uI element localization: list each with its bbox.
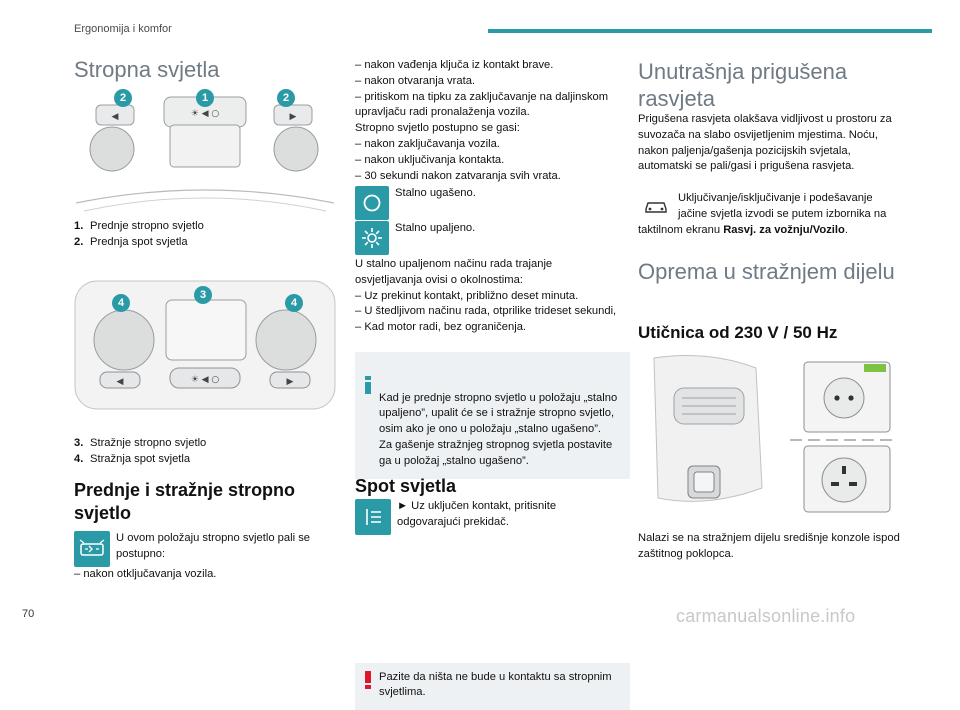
subsection-title-front-rear: Prednje i stražnje stropno svjetlo: [74, 480, 296, 523]
list-item: – nakon otvaranja vrata.: [355, 74, 476, 87]
svg-text:◀: ◀: [112, 112, 119, 122]
front-legend: 1.Prednje stropno svjetlo 2.Prednja spot…: [74, 219, 336, 251]
callout-badge-3: 3: [194, 286, 212, 304]
mood-lighting-settings: Uključivanje/isključivanje i podešavanje…: [638, 191, 887, 236]
svg-text:◀: ◀: [117, 377, 124, 387]
sun-on-icon: [355, 221, 389, 255]
legend-item: 2.Prednja spot svjetla: [74, 235, 188, 248]
svg-text:☀ ◀ ○: ☀ ◀ ○: [191, 109, 220, 119]
warning-icon: [365, 670, 371, 689]
callout-badge-2-left: 2: [114, 89, 132, 107]
callout-badge-4-right: 4: [285, 294, 303, 312]
list-item: – 30 sekundi nakon zatvaranja svih vrata…: [355, 169, 561, 182]
duration-list: U stalno upaljenom načinu rada trajanje …: [355, 257, 617, 336]
section-title-mood-lighting: Unutrašnja prigušena rasvjeta: [638, 59, 848, 111]
paragraph: Stropno svjetlo postupno se gasi:: [355, 122, 520, 135]
page-number: 70: [22, 608, 35, 620]
section-title-spot: Spot svjetla: [355, 476, 457, 496]
callout-badge-4-left: 4: [112, 294, 130, 312]
ceiling-light-door-mode-icon: [74, 531, 110, 567]
svg-text:▶: ▶: [287, 377, 294, 387]
list-item: – U štedljivom načinu rada, otprilike tr…: [355, 305, 617, 318]
legend-item: 3.Stražnje stropno svjetlo: [74, 437, 207, 449]
front-ceiling-light-illustration: ◀ ☀ ◀ ○ ▶ 2 1 2: [74, 85, 336, 215]
socket-location-text: Nalazi se na stražnjem dijelu središnje …: [638, 532, 900, 560]
spot-instruction: ► Uz uključen kontakt, pritisnite odgova…: [355, 499, 617, 535]
rear-socket-illustration: [638, 348, 900, 516]
behavior-list: – nakon vađenja ključa iz kontakt brave.…: [355, 58, 617, 184]
svg-text:▶: ▶: [290, 112, 297, 122]
svg-text:☀ ◀ ○: ☀ ◀ ○: [191, 375, 220, 385]
callout-badge-1: 1: [196, 89, 214, 107]
header-accent-bar: [488, 29, 932, 33]
list-item: – Uz prekinut kontakt, približno deset m…: [355, 289, 579, 302]
running-header: Ergonomija i komfor: [74, 23, 172, 35]
section-title-rear-equipment: Oprema u stražnjem dijelu: [638, 259, 895, 284]
mood-lighting-text: Prigušena rasvjeta olakšava vidljivost u…: [638, 113, 892, 173]
mode-on-row: Stalno upaljeno.: [355, 221, 617, 255]
list-item: – Kad motor radi, bez ograničenja.: [355, 321, 527, 334]
paragraph: U stalno upaljenom načinu rada trajanje …: [355, 258, 553, 286]
section-title-ceiling-lights: Stropna svjetla: [74, 57, 220, 82]
circle-off-icon: [355, 186, 389, 220]
legend-item: 4.Stražnja spot svjetla: [74, 452, 191, 465]
rear-ceiling-light-illustration: ☀ ◀ ○ ◀ ▶ 4 3 4: [74, 280, 336, 410]
list-item: – nakon vađenja ključa iz kontakt brave.: [355, 59, 554, 71]
watermark: carmanualsonline.info: [676, 606, 856, 626]
info-note: Kad je prednje stropno svjetlo u položaj…: [355, 352, 630, 479]
spot-light-icon: [355, 499, 391, 535]
mode-off-row: Stalno ugašeno.: [355, 186, 617, 220]
callout-badge-2-right: 2: [277, 89, 295, 107]
list-item: – nakon otključavanja vozila.: [74, 568, 217, 580]
list-item: – nakon zaključavanja vozila.: [355, 137, 500, 150]
rear-legend: 3.Stražnje stropno svjetlo 4.Stražnja sp…: [74, 436, 336, 468]
legend-item: 1.Prednje stropno svjetlo: [74, 220, 204, 232]
warning-note: Pazite da ništa ne bude u kontaktu sa st…: [355, 662, 630, 710]
info-icon: [365, 360, 371, 394]
car-settings-icon: [638, 191, 674, 221]
list-item: – nakon uključivanja kontakta.: [355, 153, 505, 166]
subsection-title-socket: Utičnica od 230 V / 50 Hz: [638, 323, 838, 342]
progressive-intro: U ovom položaju stropno svjetlo pali se …: [74, 531, 336, 583]
list-item: – pritiskom na tipku za zaključavanje na…: [355, 90, 609, 119]
